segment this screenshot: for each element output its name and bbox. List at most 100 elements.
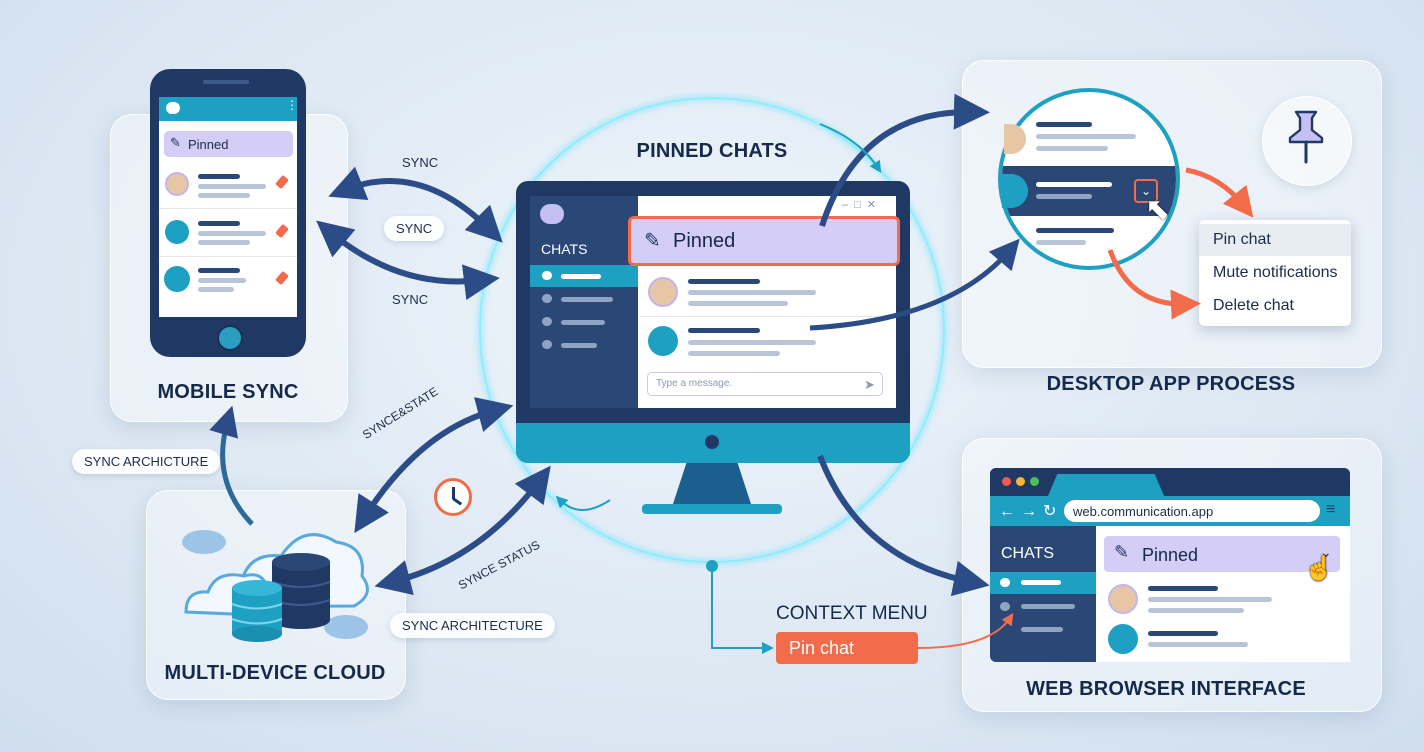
chat-icon bbox=[1000, 602, 1010, 611]
cursor-arrow-icon: ⬉ bbox=[1145, 193, 1171, 226]
address-bar[interactable] bbox=[1064, 500, 1320, 522]
row-line bbox=[1036, 240, 1086, 245]
sidebar-line bbox=[1021, 580, 1061, 585]
row-line bbox=[198, 184, 266, 189]
phone-pinned-bar[interactable] bbox=[164, 131, 293, 157]
sidebar-line bbox=[561, 297, 613, 302]
phone-header-bar bbox=[159, 97, 297, 121]
context-menu-title: CONTEXT MENU bbox=[776, 603, 928, 624]
row-line bbox=[1036, 122, 1092, 127]
divider bbox=[159, 256, 297, 257]
sidebar-line bbox=[561, 320, 605, 325]
sync-architecture-pill: SYNC ARCHITECTURE bbox=[390, 613, 555, 638]
row-line bbox=[1036, 182, 1112, 187]
phone-pinned-label: Pinned bbox=[188, 137, 229, 152]
sync-label: SYNC bbox=[402, 155, 439, 170]
sync-archicture-pill: SYNC ARCHICTURE bbox=[72, 449, 221, 474]
row-line bbox=[198, 193, 250, 198]
chat-icon bbox=[542, 340, 552, 349]
avatar bbox=[164, 266, 190, 292]
message-line bbox=[688, 279, 760, 284]
web-title: WEB BROWSER INTERFACE bbox=[1026, 678, 1306, 700]
browser-tab[interactable] bbox=[1048, 474, 1164, 496]
cloud-title: MULTI-DEVICE CLOUD bbox=[164, 662, 386, 684]
divider bbox=[159, 208, 297, 209]
message-line bbox=[1148, 608, 1244, 613]
avatar bbox=[1108, 584, 1138, 614]
row-line bbox=[198, 268, 240, 273]
message-input-placeholder: Type a message. bbox=[656, 378, 733, 389]
message-line bbox=[688, 328, 760, 333]
chevron-down-icon[interactable]: ⌄ bbox=[1134, 179, 1158, 203]
pin-icon: ✎ bbox=[1114, 542, 1130, 562]
chat-icon bbox=[542, 317, 552, 326]
phone-chat-icon bbox=[166, 102, 180, 114]
chat-icon bbox=[1000, 578, 1010, 587]
row-line bbox=[1036, 134, 1136, 139]
row-line bbox=[198, 278, 246, 283]
chat-icon bbox=[542, 294, 552, 303]
pin-chat-button[interactable] bbox=[776, 632, 918, 664]
avatar bbox=[648, 277, 678, 307]
phone-home-button[interactable] bbox=[217, 325, 243, 351]
sync-label: SYNC bbox=[392, 292, 429, 307]
avatar bbox=[1002, 174, 1028, 208]
avatar bbox=[1108, 624, 1138, 654]
row-line bbox=[198, 174, 240, 179]
message-line bbox=[688, 351, 780, 356]
message-line bbox=[1148, 586, 1218, 591]
monitor-pinned-label: Pinned bbox=[673, 230, 736, 252]
message-input[interactable] bbox=[647, 372, 883, 396]
message-line bbox=[688, 301, 788, 306]
minimize-dot[interactable] bbox=[1016, 477, 1025, 486]
browser-sidebar-title: CHATS bbox=[1001, 545, 1055, 562]
monitor-pinned-bar[interactable] bbox=[628, 216, 900, 266]
send-icon[interactable]: ➤ bbox=[864, 377, 875, 392]
chevron-down-icon[interactable]: ⌄ bbox=[1320, 544, 1332, 560]
cloud-database-illustration bbox=[182, 530, 369, 642]
maximize-dot[interactable] bbox=[1030, 477, 1039, 486]
close-dot[interactable] bbox=[1002, 477, 1011, 486]
chat-icon bbox=[542, 271, 552, 280]
browser-pinned-bar[interactable] bbox=[1104, 536, 1340, 572]
row-line bbox=[198, 287, 234, 292]
row-line bbox=[1036, 146, 1108, 151]
avatar bbox=[165, 220, 189, 244]
message-line bbox=[688, 340, 816, 345]
divider bbox=[640, 316, 894, 317]
monitor-sidebar-title: CHATS bbox=[541, 241, 588, 257]
main-title: PINNED CHATS bbox=[636, 140, 788, 162]
sync-pill: SYNC bbox=[384, 216, 445, 241]
chat-bubble-icon bbox=[540, 204, 564, 224]
hamburger-icon[interactable]: ≡ bbox=[1326, 501, 1336, 518]
menu-item-pin-chat[interactable]: Pin chat bbox=[1213, 231, 1271, 248]
avatar bbox=[648, 326, 678, 356]
row-line bbox=[198, 231, 266, 236]
monitor-camera-dot bbox=[705, 435, 719, 449]
monitor-stand bbox=[672, 463, 752, 507]
pin-icon: ✎ bbox=[644, 230, 661, 252]
sidebar-line bbox=[1021, 604, 1075, 609]
pin-icon: ✎ bbox=[170, 135, 181, 150]
row-line bbox=[1036, 194, 1092, 199]
nav-arrows-icon[interactable]: ←→↻ bbox=[999, 503, 1063, 520]
pushpin-icon bbox=[1288, 110, 1324, 164]
message-line bbox=[1148, 642, 1248, 647]
pin-chat-button-label: Pin chat bbox=[789, 638, 855, 658]
window-controls: –□✕ bbox=[842, 199, 882, 211]
phone-speaker bbox=[203, 80, 249, 84]
menu-item-mute[interactable]: Mute notifications bbox=[1213, 264, 1338, 281]
message-line bbox=[1148, 631, 1218, 636]
row-line bbox=[198, 240, 250, 245]
message-line bbox=[688, 290, 816, 295]
sidebar-line bbox=[1021, 627, 1063, 632]
sidebar-line bbox=[561, 274, 601, 279]
avatar bbox=[1004, 124, 1026, 154]
row-line bbox=[198, 221, 240, 226]
row-line bbox=[1036, 228, 1114, 233]
magnifier-circle bbox=[998, 88, 1180, 270]
menu-item-delete[interactable]: Delete chat bbox=[1213, 297, 1294, 314]
hand-cursor-icon: ☝ bbox=[1304, 555, 1334, 582]
message-line bbox=[1148, 597, 1272, 602]
